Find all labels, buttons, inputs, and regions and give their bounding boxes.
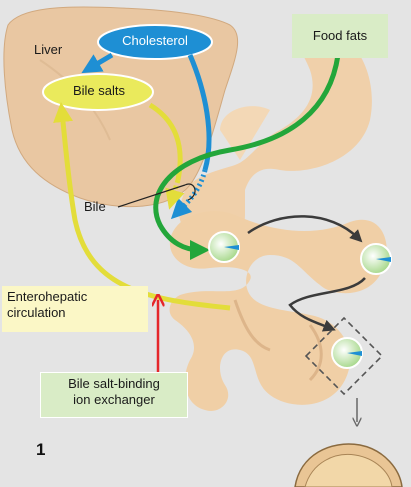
cholesterol-label: Cholesterol [110, 34, 200, 49]
exchanger-label-2: ion exchanger [46, 392, 182, 408]
enterohepatic-label-2: circulation [7, 305, 143, 321]
liver-label: Liver [34, 43, 62, 58]
food-fats-box: Food fats [292, 14, 388, 58]
exchanger-box: Bile salt-binding ion exchanger [40, 372, 188, 418]
exchanger-label-1: Bile salt-binding [46, 376, 182, 392]
absorptive-cell-3 [332, 338, 362, 368]
panel-number: 1 [36, 440, 45, 460]
enterohepatic-label-1: Enterohepatic [7, 289, 143, 305]
absorptive-cell-2 [361, 244, 391, 274]
enterohepatic-box: Enterohepatic circulation [2, 286, 148, 332]
absorptive-cell-1 [209, 232, 239, 262]
food-fats-label: Food fats [313, 28, 367, 44]
bile-salts-label: Bile salts [60, 84, 138, 99]
bile-label: Bile [84, 200, 106, 215]
